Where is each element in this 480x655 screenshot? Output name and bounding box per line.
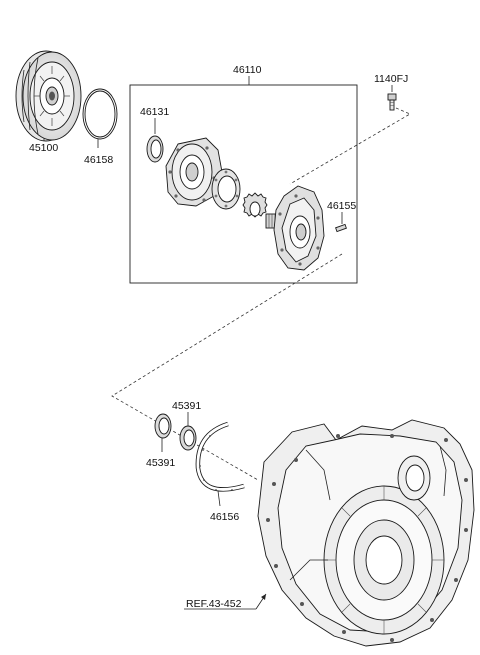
pump-body[interactable] <box>265 185 325 271</box>
thrust-washer-upper[interactable] <box>179 425 197 451</box>
leader-arrowhead <box>261 594 266 600</box>
label-45100: 45100 <box>29 142 58 154</box>
pump-housing[interactable] <box>165 137 223 207</box>
label-46156: 46156 <box>210 511 239 523</box>
transmission-case[interactable] <box>257 419 475 647</box>
bolt-assembly-guide <box>289 107 411 185</box>
label-46131: 46131 <box>140 106 169 118</box>
label-1140FJ: 1140FJ <box>374 73 408 85</box>
retaining-ring[interactable] <box>195 421 245 492</box>
label-case-reference: REF.43-452 <box>186 598 242 610</box>
leader-46156 <box>217 490 221 507</box>
oil-pump-assembly-box <box>129 84 358 284</box>
label-45391-lower: 45391 <box>146 457 175 469</box>
label-46158: 46158 <box>84 154 113 166</box>
bolt[interactable] <box>387 93 397 111</box>
dowel-pin[interactable] <box>335 223 347 233</box>
outer-rotor[interactable] <box>211 168 241 210</box>
label-45391-upper: 45391 <box>172 400 201 412</box>
inner-gear[interactable] <box>242 192 268 218</box>
thrust-washer-lower[interactable] <box>154 413 172 439</box>
oil-seal[interactable] <box>146 135 164 163</box>
label-46155: 46155 <box>327 200 356 212</box>
pump-to-case-guide <box>111 253 343 481</box>
o-ring[interactable] <box>82 88 118 140</box>
torque-converter[interactable] <box>15 50 82 142</box>
label-46110: 46110 <box>233 64 262 76</box>
